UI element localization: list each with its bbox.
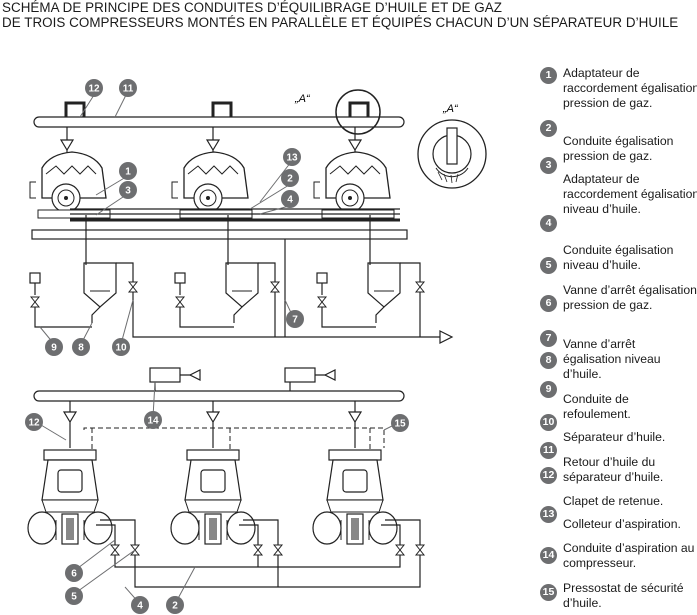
legend-num-7: 7 — [540, 330, 557, 347]
bottom-callout-5: 5 — [65, 587, 83, 605]
legend-text-7: Vanne d’arrêt — [563, 337, 636, 351]
top-callout-4: 4 — [281, 190, 299, 208]
diagram-title: SCHÉMA DE PRINCIPE DES CONDUITES D’ÉQUIL… — [2, 0, 696, 30]
top-callout-11: 11 — [119, 79, 137, 97]
svg-text:15: 15 — [394, 419, 406, 430]
svg-text:3: 3 — [125, 186, 131, 197]
bottom-callout-2: 2 — [166, 596, 184, 614]
bottom-callout-6: 6 — [65, 564, 83, 582]
bottom-callout-4: 4 — [131, 596, 149, 614]
legend-text-5: Conduite égalisation niveau d’huile. — [563, 243, 674, 272]
legend-num-9: 9 — [540, 381, 557, 398]
title-line-2: DE TROIS COMPRESSEURS MONTÉS EN PARALLÈL… — [2, 15, 679, 30]
top-callout-1: 1 — [119, 162, 137, 180]
bottom-compressor-2 — [170, 449, 256, 545]
bottom-suction-header — [33, 390, 405, 402]
bottom-callout-12: 12 — [25, 413, 43, 431]
detail-a-inset — [417, 119, 487, 189]
svg-text:1: 1 — [125, 167, 131, 178]
legend-num-12: 12 — [540, 467, 557, 484]
legend-text-6: Vanne d’arrêt égalisation pression de ga… — [563, 283, 697, 312]
top-compressor-3 — [313, 151, 395, 219]
top-separator-2 — [225, 262, 259, 308]
legend-text-15: Pressostat de sécurité d’huile. — [563, 581, 684, 610]
top-callout-8: 8 — [72, 338, 90, 356]
legend-num-8: 8 — [540, 352, 557, 369]
legend-text-13a: Clapet de retenue. — [563, 494, 664, 508]
detail-a-label-top: „A“ — [294, 93, 311, 105]
svg-text:13: 13 — [286, 153, 298, 164]
svg-text:14: 14 — [147, 416, 159, 427]
svg-text:11: 11 — [123, 84, 134, 95]
legend-text-2: Conduite égalisation pression de gaz. — [563, 134, 674, 163]
top-base-frame — [31, 229, 408, 240]
top-separator-3 — [367, 262, 401, 308]
legend-text-1: Adaptateur de raccordement égalisation p… — [563, 66, 697, 110]
svg-text:12: 12 — [88, 84, 100, 95]
top-callout-13: 13 — [283, 148, 301, 166]
detail-a-label-inset: „A“ — [442, 103, 459, 115]
top-schematic — [29, 89, 454, 344]
legend-num-15: 15 — [540, 584, 557, 601]
svg-text:4: 4 — [137, 601, 143, 612]
top-callout-9: 9 — [45, 338, 63, 356]
legend-num-6: 6 — [540, 295, 557, 312]
legend-num-10: 10 — [540, 414, 557, 431]
bottom-callout-14: 14 — [144, 411, 162, 429]
bottom-callout-15: 15 — [391, 414, 409, 432]
bottom-schematic — [27, 367, 425, 588]
legend-text-8: égalisation niveau d’huile. — [563, 352, 661, 381]
legend-num-2: 2 — [540, 120, 557, 137]
svg-text:10: 10 — [115, 343, 127, 354]
legend-num-3: 3 — [540, 157, 557, 174]
bottom-compressor-1 — [27, 449, 113, 545]
legend-num-4: 4 — [540, 215, 557, 232]
legend-text-13b: Colleteur d’aspiration. — [563, 517, 681, 531]
top-callout-2: 2 — [281, 169, 299, 187]
svg-text:9: 9 — [51, 343, 57, 354]
svg-text:2: 2 — [172, 601, 178, 612]
top-callout-3: 3 — [119, 181, 137, 199]
legend-text-3: Adaptateur de raccordement égalisation n… — [563, 172, 697, 216]
svg-text:5: 5 — [71, 592, 77, 603]
legend-text-10: refoulement. — [563, 407, 631, 421]
svg-text:12: 12 — [28, 418, 40, 429]
top-callout-12: 12 — [85, 79, 103, 97]
top-callout-7: 7 — [286, 310, 304, 328]
legend-text-14: Conduite d’aspiration au compresseur. — [563, 541, 695, 570]
title-line-1: SCHÉMA DE PRINCIPE DES CONDUITES D’ÉQUIL… — [2, 0, 502, 15]
legend-num-14: 14 — [540, 547, 557, 564]
legend-num-5: 5 — [540, 257, 557, 274]
top-compressor-2 — [171, 151, 253, 219]
legend-text-9: Conduite de — [563, 392, 629, 406]
detail-a-marker — [335, 89, 381, 135]
legend-num-1: 1 — [540, 67, 557, 84]
top-compressor-1 — [29, 151, 111, 219]
legend-num-13: 13 — [540, 506, 557, 523]
bottom-compressor-3 — [312, 449, 398, 545]
top-callout-10: 10 — [112, 338, 130, 356]
svg-text:6: 6 — [71, 569, 77, 580]
top-separator-1 — [83, 262, 117, 308]
legend-text-12: Retour d’huile du séparateur d’huile. — [563, 455, 664, 484]
legend-text-11: Séparateur d’huile. — [563, 430, 666, 444]
legend-num-11: 11 — [540, 442, 557, 459]
svg-text:4: 4 — [287, 195, 293, 206]
top-discharge-header — [33, 116, 405, 128]
svg-text:2: 2 — [287, 174, 293, 185]
svg-text:8: 8 — [78, 343, 84, 354]
svg-text:7: 7 — [292, 315, 298, 326]
